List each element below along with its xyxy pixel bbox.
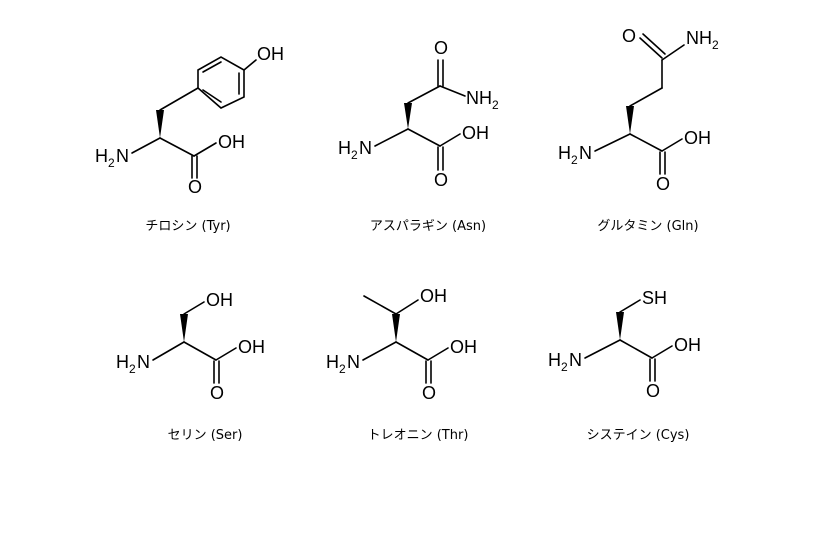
asn-amide-sub2: 2 <box>492 98 499 112</box>
thr-carbonyl-o: O <box>422 383 436 403</box>
cys-bond-ca-c <box>619 339 653 359</box>
ser-bond-ca-c <box>183 341 217 361</box>
molecule-cysteine: H 2 N SH OH O システイン (Cys) <box>548 288 701 443</box>
cys-amine-n: N <box>569 350 582 370</box>
ser-carboxyl-oh: OH <box>238 337 265 357</box>
asn-bond-cg-n <box>439 85 466 97</box>
cys-amine-sub2: 2 <box>561 360 568 374</box>
thr-caption: トレオニン (Thr) <box>368 428 469 443</box>
cys-caption: システイン (Cys) <box>587 428 690 443</box>
ser-caption: セリン (Ser) <box>168 428 243 443</box>
ser-bond-cb-oh <box>183 301 205 315</box>
asn-bond-n-ca <box>374 128 409 147</box>
ser-amine-sub2: 2 <box>129 362 136 376</box>
cys-bond-cb-s <box>619 299 641 313</box>
molecule-glutamine: H 2 N O NH 2 OH O グルタミン (Gln) <box>558 26 719 234</box>
ser-carbonyl-o: O <box>210 383 224 403</box>
ser-wedge-bond <box>180 314 188 342</box>
gln-bond-n-ca <box>594 133 631 152</box>
gln-caption: グルタミン (Gln) <box>597 219 698 234</box>
tyr-bond-cb-ring <box>159 87 199 111</box>
tyr-amine-n: N <box>116 146 129 166</box>
cys-wedge-bond <box>616 312 624 340</box>
asn-caption: アスパラギン (Asn) <box>370 219 486 234</box>
asn-bond-cb-cg <box>407 85 441 104</box>
tyr-phenol-oh: OH <box>257 44 284 64</box>
asn-amine-h: H <box>338 138 351 158</box>
thr-bond-c-oh <box>427 347 449 361</box>
thr-bond-cb-methyl <box>363 295 397 315</box>
thr-bond-ca-c <box>395 341 429 361</box>
thr-bond-cb-oh <box>395 299 419 315</box>
tyr-bond-ring-oh <box>243 59 257 71</box>
asn-carboxyl-oh: OH <box>462 123 489 143</box>
tyr-amine-sub2: 2 <box>108 156 115 170</box>
tyr-caption: チロシン (Tyr) <box>145 219 230 234</box>
tyr-bond-c-oh <box>193 142 217 157</box>
asn-bond-ca-c <box>407 128 441 147</box>
tyr-bond-ca-c <box>159 137 195 157</box>
thr-bond-n-ca <box>362 341 397 361</box>
molecule-asparagine: H 2 N O NH 2 OH O アスパラギン (Asn) <box>338 38 499 234</box>
thr-hydroxyl-oh: OH <box>420 286 447 306</box>
thr-amine-sub2: 2 <box>339 362 346 376</box>
thr-amine-h: H <box>326 352 339 372</box>
gln-carboxyl-oh: OH <box>684 128 711 148</box>
gln-bond-c-oh <box>661 138 683 152</box>
gln-amine-n: N <box>579 143 592 163</box>
gln-bond-cd-n <box>661 44 685 61</box>
gln-bond-cb-cg <box>629 87 663 107</box>
asn-amide-o: O <box>434 38 448 58</box>
gln-bond-cd-o-2 <box>642 33 666 55</box>
tyr-carbonyl-o: O <box>188 177 202 197</box>
gln-bond-cd-o-1 <box>639 37 663 59</box>
cys-bond-n-ca <box>584 339 621 359</box>
asn-wedge-bond <box>404 103 412 129</box>
cys-bond-c-oh <box>651 345 673 359</box>
thr-carboxyl-oh: OH <box>450 337 477 357</box>
asn-carbonyl-o: O <box>434 170 448 190</box>
ser-bond-c-oh <box>215 347 237 361</box>
cys-carboxyl-oh: OH <box>674 335 701 355</box>
gln-amide-sub2: 2 <box>712 38 719 52</box>
ser-hydroxyl-oh: OH <box>206 290 233 310</box>
asn-amide-nh: NH <box>466 88 492 108</box>
gln-amide-nh: NH <box>686 28 712 48</box>
gln-bond-ca-c <box>629 133 663 152</box>
ser-amine-h: H <box>116 352 129 372</box>
asn-amine-sub2: 2 <box>351 148 358 162</box>
thr-amine-n: N <box>347 352 360 372</box>
tyr-bond-n-ca <box>131 137 161 154</box>
gln-carbonyl-o: O <box>656 174 670 194</box>
ser-amine-n: N <box>137 352 150 372</box>
thr-wedge-bond <box>392 314 400 342</box>
tyr-wedge-bond <box>156 110 164 138</box>
cys-amine-h: H <box>548 350 561 370</box>
cys-carbonyl-o: O <box>646 381 660 401</box>
tyr-ring-outer <box>197 56 245 109</box>
gln-wedge-bond <box>626 106 634 134</box>
tyr-amine-h: H <box>95 146 108 166</box>
asn-amine-n: N <box>359 138 372 158</box>
molecule-tyrosine: H 2 N OH OH O チロシン (Tyr) <box>95 44 284 234</box>
asn-bond-c-oh <box>439 133 461 147</box>
tyr-carboxyl-oh: OH <box>218 132 245 152</box>
gln-amine-h: H <box>558 143 571 163</box>
tyr-ring-double-3 <box>202 89 222 103</box>
cys-thiol-sh: SH <box>642 288 667 308</box>
molecule-serine: H 2 N OH OH O セリン (Ser) <box>116 290 265 443</box>
molecule-threonine: H 2 N OH OH O トレオニン (Thr) <box>326 286 477 443</box>
gln-amide-o: O <box>622 26 636 46</box>
gln-amine-sub2: 2 <box>571 153 578 167</box>
ser-bond-n-ca <box>152 341 185 361</box>
tyr-ring-double-1 <box>202 61 222 73</box>
